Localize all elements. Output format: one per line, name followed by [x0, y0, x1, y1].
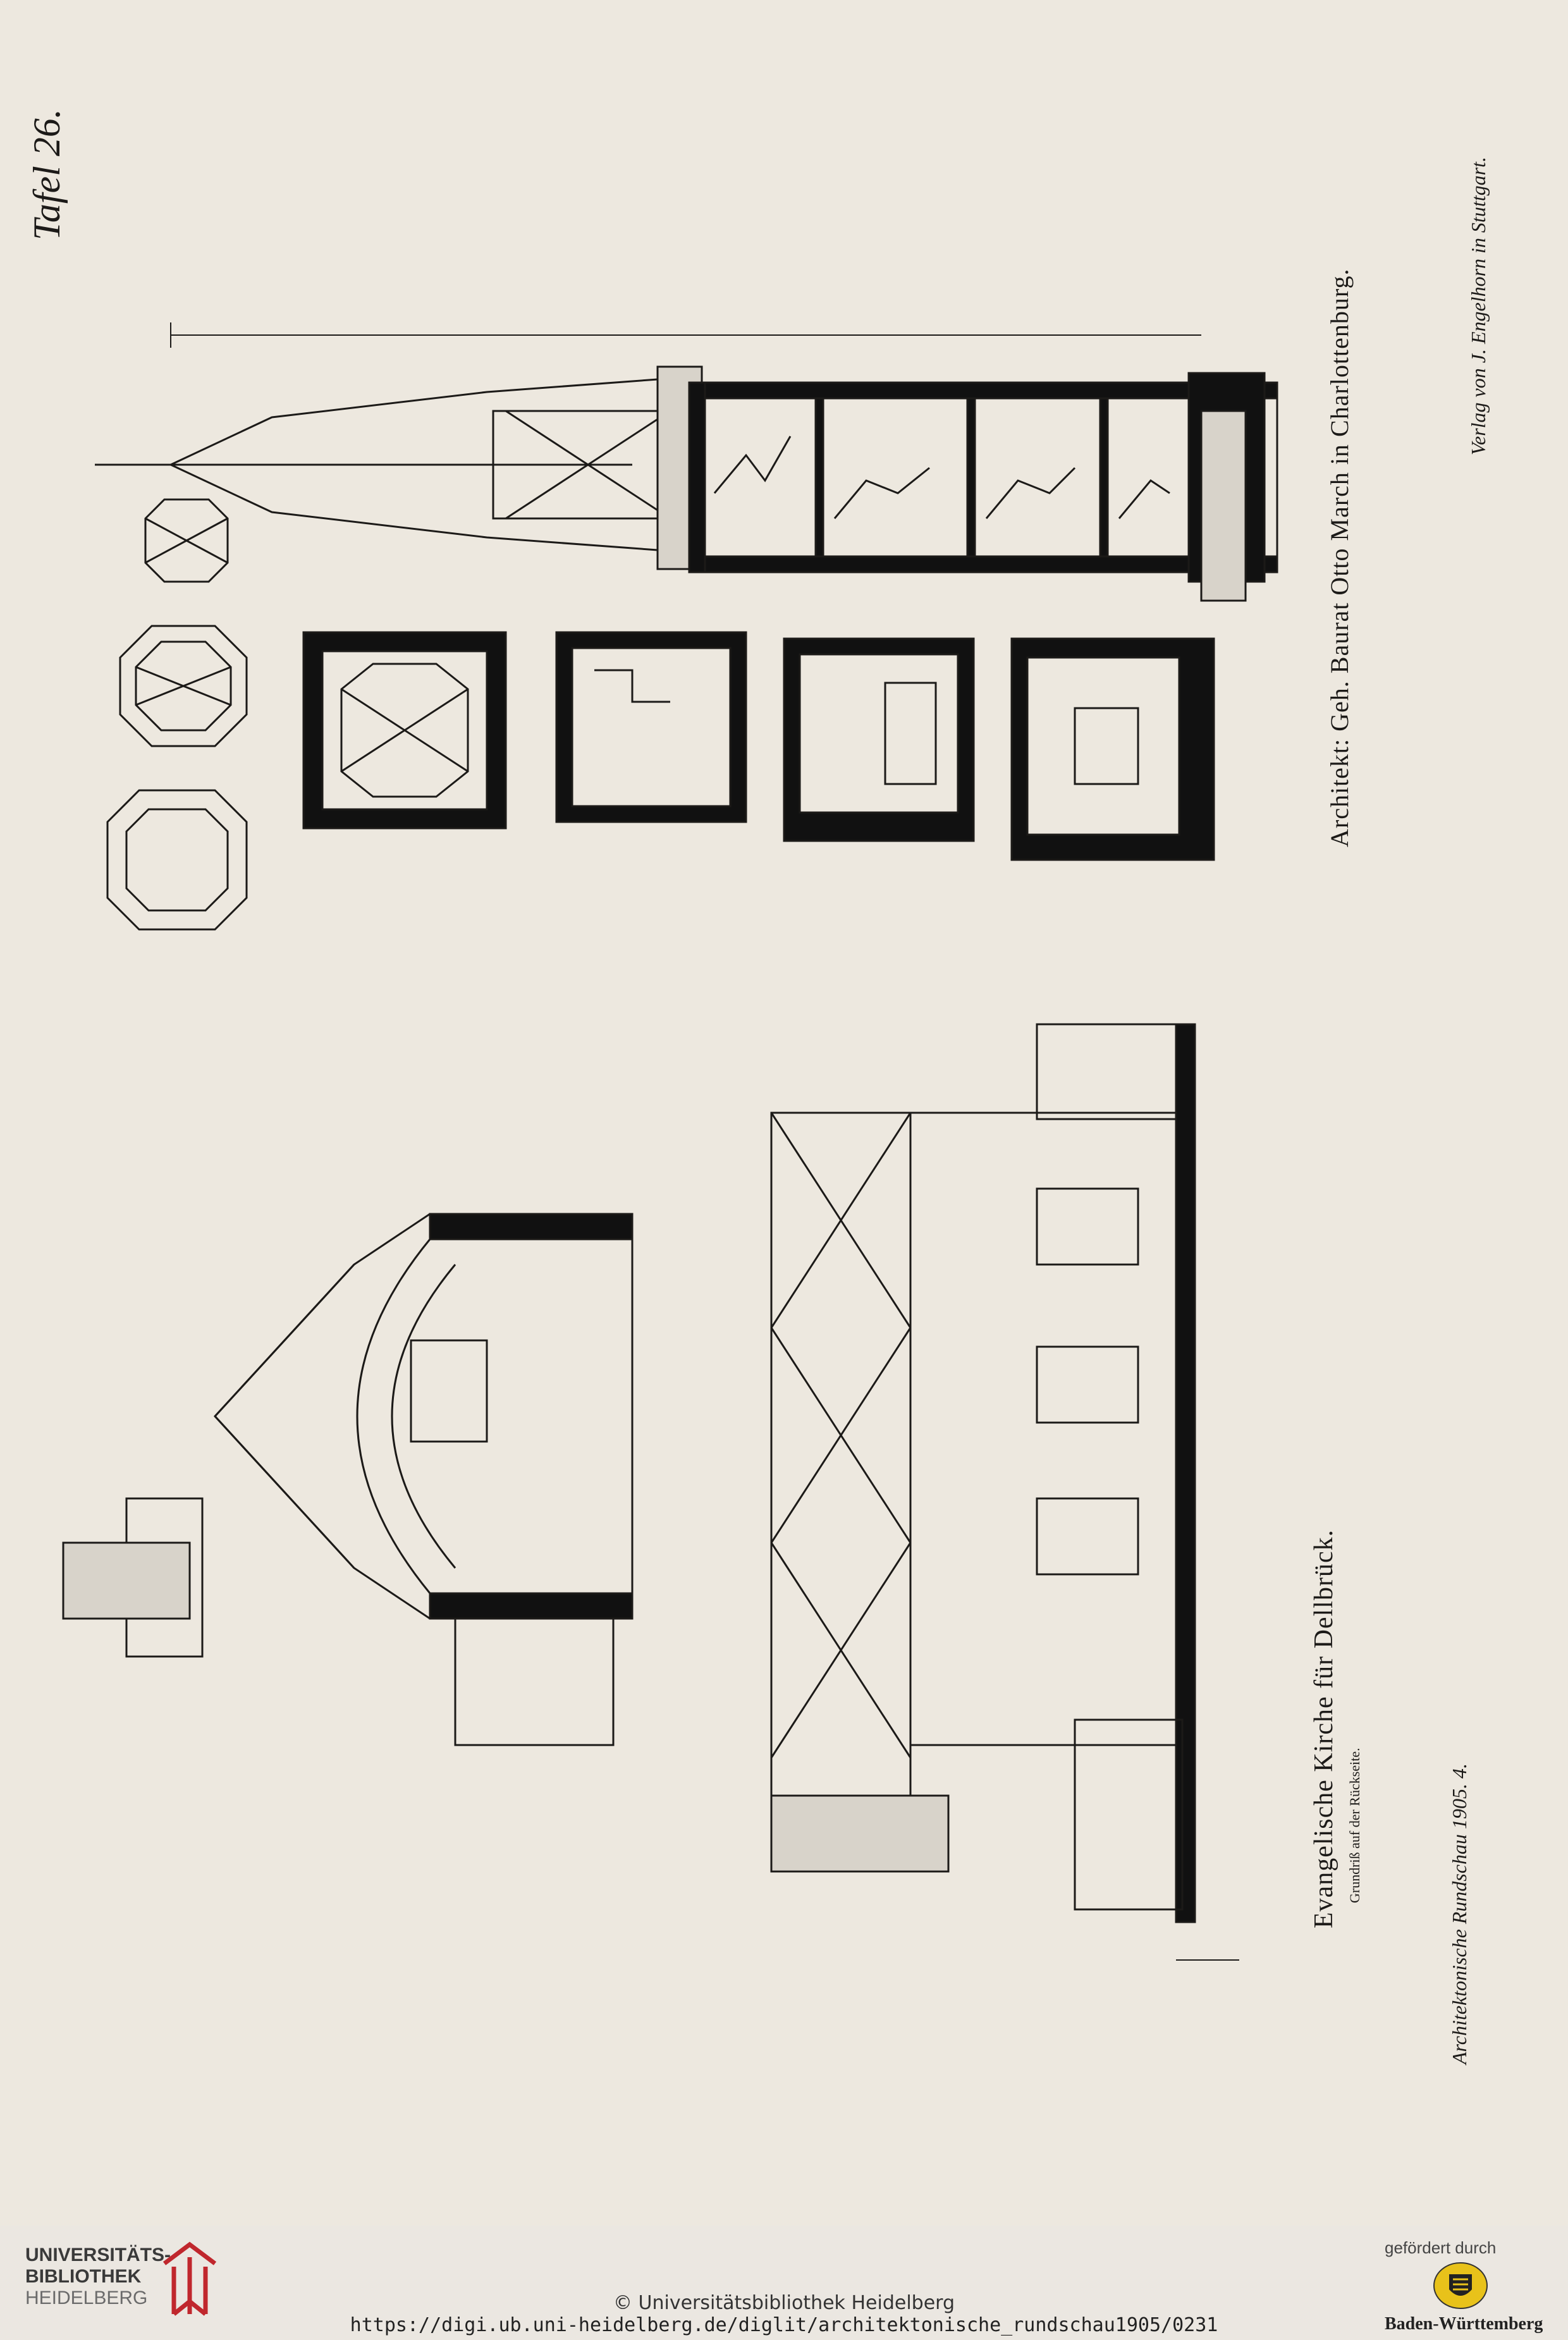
publisher-credit: Verlag von J. Engelhorn in Stuttgart. — [1467, 157, 1490, 455]
library-name-line2: BIBLIOTHEK — [25, 2266, 142, 2287]
journal-reference: Architektonische Rundschau 1905. 4. — [1448, 1763, 1471, 2064]
library-name-line1: UNIVERSITÄTS- — [25, 2245, 171, 2265]
architectural-drawing — [62, 322, 1278, 1961]
library-name-line3: HEIDELBERG — [25, 2288, 148, 2308]
plate-title: Evangelische Kirche für Dellbrück. — [1309, 1529, 1338, 1928]
source-url[interactable]: https://digi.ub.uni-heidelberg.de/diglit… — [350, 2314, 1218, 2336]
sponsor-label: gefördert durch — [1385, 2238, 1497, 2257]
octagon-plans — [106, 498, 248, 931]
church-longitudinal-section — [770, 1023, 1239, 1961]
library-name: UNIVERSITÄTS- BIBLIOTHEK HEIDELBERG — [25, 2245, 171, 2309]
plate-number: Tafel 26. — [26, 109, 68, 240]
tower-section — [95, 322, 1278, 602]
university-library-logo-icon — [162, 2241, 217, 2316]
plate-subtitle: Grundriß auf der Rückseite. — [1347, 1748, 1363, 1903]
architect-credit: Architekt: Geh. Baurat Otto March in Cha… — [1325, 268, 1354, 848]
tower-floor-plans — [302, 631, 1215, 861]
copyright-notice: © Universitätsbibliothek Heidelberg — [613, 2292, 955, 2314]
library-footer — [0, 2226, 1568, 2340]
baden-wuerttemberg-emblem-icon — [1433, 2262, 1488, 2309]
sponsor-name: Baden-Württemberg — [1385, 2314, 1543, 2334]
church-cross-section — [62, 1213, 634, 1746]
